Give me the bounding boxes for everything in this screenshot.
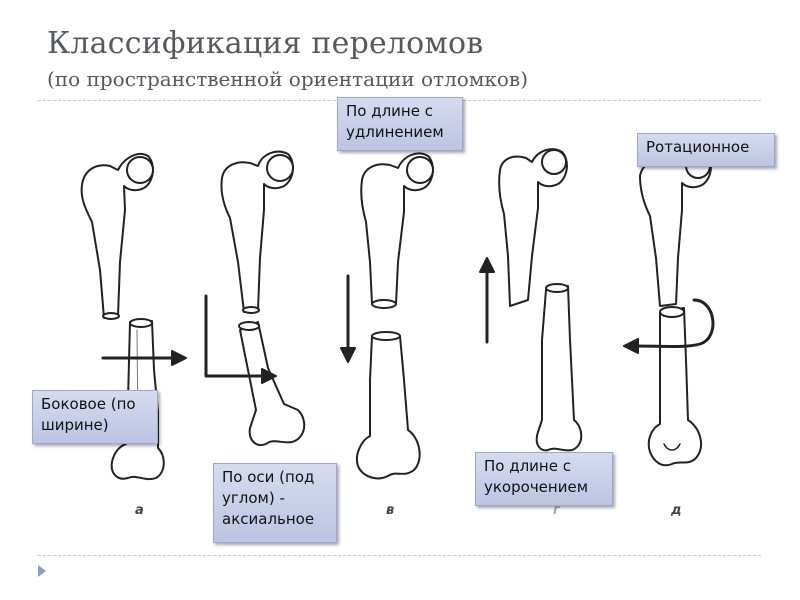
callout-shortening: По длине с укорочением [475, 452, 613, 506]
bone-b-proximal [220, 150, 294, 314]
arrow-angular [204, 294, 277, 384]
bone-d-distal [647, 306, 703, 467]
bone-g-distal [535, 283, 583, 452]
callout-shortening-line1: По длине с [484, 457, 571, 475]
callout-rotational-text: Ротационное [646, 138, 750, 156]
bone-v-distal [356, 331, 421, 480]
bone-b-distal [238, 321, 306, 446]
callout-lengthening-line2: удлинением [346, 123, 444, 141]
callout-shortening-line2: укорочением [484, 478, 589, 496]
slide-title: Классификация переломов [47, 26, 484, 61]
callout-lateral-line2: ширине) [41, 416, 109, 434]
arrow-rotation [623, 298, 715, 354]
figure-label-v: в [386, 503, 395, 518]
figure-label-g: г [553, 503, 560, 518]
arrow-lateral [101, 350, 187, 366]
callout-lengthening-line1: По длине с [346, 102, 433, 120]
bone-g-proximal [498, 148, 568, 307]
bone-v-proximal [360, 152, 434, 309]
callout-axial: По оси (под углом) - аксиальное [213, 463, 337, 543]
arrow-down [340, 274, 356, 363]
bottom-divider [38, 555, 761, 556]
callout-rotational: Ротационное [637, 133, 775, 167]
callout-axial-line2: углом) - [222, 489, 285, 507]
callout-lengthening: По длине с удлинением [337, 97, 463, 151]
figure-label-d: д [671, 503, 682, 518]
figure-label-a: а [135, 503, 144, 518]
slide-subtitle: (по пространственной ориентации отломков… [47, 67, 528, 91]
bone-d-proximal [639, 149, 712, 307]
callout-lateral: Боковое (по ширине) [32, 390, 158, 444]
callout-axial-line1: По оси (под [222, 468, 315, 486]
bone-a-proximal [80, 152, 154, 320]
arrow-up [479, 257, 495, 344]
bullet-arrow-icon [38, 565, 46, 577]
callout-lateral-line1: Боковое (по [41, 395, 136, 413]
callout-axial-line3: аксиальное [222, 510, 315, 528]
